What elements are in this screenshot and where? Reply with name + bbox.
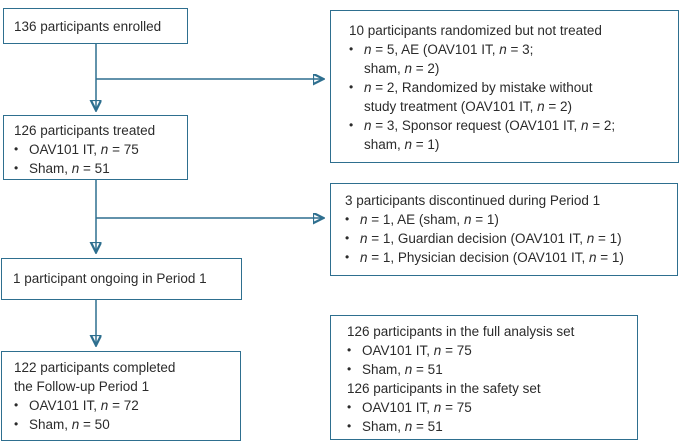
list-item: • OAV101 IT, n = 75 xyxy=(347,398,633,417)
bullet-text: Sham, n = 51 xyxy=(29,161,110,176)
list-item: • n = 3, Sponsor request (OAV101 IT, n =… xyxy=(349,116,672,154)
bullet-icon: • xyxy=(345,212,350,226)
box-enrolled: 136 participants enrolled xyxy=(3,8,188,44)
bullet-icon: • xyxy=(349,118,354,132)
list-item: • n = 1, Physician decision (OAV101 IT, … xyxy=(345,248,673,267)
bullet-text: OAV101 IT, n = 72 xyxy=(29,398,139,413)
bullet-icon: • xyxy=(349,42,354,56)
bullet-list: • OAV101 IT, n = 75 • Sham, n = 51 xyxy=(14,140,183,178)
bullet-list: • OAV101 IT, n = 75 • Sham, n = 51 xyxy=(347,398,633,436)
list-item: • Sham, n = 51 xyxy=(347,417,633,436)
bullet-text: Sham, n = 51 xyxy=(362,362,443,377)
box-title: 126 participants in the full analysis se… xyxy=(347,324,575,339)
box-title: 126 participants in the safety set xyxy=(347,381,541,396)
bullet-icon: • xyxy=(14,161,19,175)
bullet-icon: • xyxy=(347,362,352,376)
box-ongoing-period1: 1 participant ongoing in Period 1 xyxy=(1,258,242,300)
list-item: • n = 2, Randomized by mistake without s… xyxy=(349,78,672,116)
box-treated: 126 participants treated • OAV101 IT, n … xyxy=(3,115,188,180)
bullet-text: OAV101 IT, n = 75 xyxy=(29,142,139,157)
box-randomized-not-treated: 10 participants randomized but not treat… xyxy=(330,10,679,163)
bullet-text: Sham, n = 51 xyxy=(362,419,443,434)
bullet-icon: • xyxy=(14,142,19,156)
box-title: 122 participants completed the Follow-up… xyxy=(14,360,176,394)
box-title: 126 participants treated xyxy=(14,123,156,138)
bullet-text: n = 1, Guardian decision (OAV101 IT, n =… xyxy=(360,231,622,246)
bullet-text: n = 1, Physician decision (OAV101 IT, n … xyxy=(360,250,624,265)
list-item: • n = 1, Guardian decision (OAV101 IT, n… xyxy=(345,229,673,248)
bullet-text: OAV101 IT, n = 75 xyxy=(362,400,472,415)
bullet-list: • OAV101 IT, n = 75 • Sham, n = 51 xyxy=(347,341,633,379)
box-discontinued-period1: 3 participants discontinued during Perio… xyxy=(330,183,678,276)
list-item: • OAV101 IT, n = 72 xyxy=(14,396,236,415)
list-item: • Sham, n = 51 xyxy=(14,159,183,178)
bullet-text: n = 3, Sponsor request (OAV101 IT, n = 2… xyxy=(364,118,616,152)
bullet-text: OAV101 IT, n = 75 xyxy=(362,343,472,358)
bullet-text: n = 2, Randomized by mistake without stu… xyxy=(364,80,593,114)
bullet-icon: • xyxy=(347,400,352,414)
bullet-icon: • xyxy=(14,398,19,412)
box-title: 136 participants enrolled xyxy=(14,19,162,34)
bullet-icon: • xyxy=(14,417,19,431)
box-completed-followup: 122 participants completed the Follow-up… xyxy=(1,351,241,441)
bullet-icon: • xyxy=(345,250,350,264)
bullet-icon: • xyxy=(345,231,350,245)
bullet-text: n = 1, AE (sham, n = 1) xyxy=(360,212,499,227)
list-item: • n = 1, AE (sham, n = 1) xyxy=(345,210,673,229)
bullet-icon: • xyxy=(347,419,352,433)
list-item: • n = 5, AE (OAV101 IT, n = 3; sham, n =… xyxy=(349,40,672,78)
list-item: • OAV101 IT, n = 75 xyxy=(347,341,633,360)
bullet-text: Sham, n = 50 xyxy=(29,417,110,432)
box-analysis-sets: 126 participants in the full analysis se… xyxy=(330,315,638,440)
list-item: • Sham, n = 51 xyxy=(347,360,633,379)
bullet-list: • OAV101 IT, n = 72 • Sham, n = 50 xyxy=(14,396,236,434)
box-title: 10 participants randomized but not treat… xyxy=(349,23,602,38)
list-item: • OAV101 IT, n = 75 xyxy=(14,140,183,159)
box-title: 1 participant ongoing in Period 1 xyxy=(13,271,207,286)
bullet-icon: • xyxy=(349,80,354,94)
box-title: 3 participants discontinued during Perio… xyxy=(345,193,601,208)
list-item: • Sham, n = 50 xyxy=(14,415,236,434)
bullet-list: • n = 1, AE (sham, n = 1) • n = 1, Guard… xyxy=(345,210,673,267)
bullet-icon: • xyxy=(347,343,352,357)
bullet-text: n = 5, AE (OAV101 IT, n = 3; sham, n = 2… xyxy=(364,42,534,76)
bullet-list: • n = 5, AE (OAV101 IT, n = 3; sham, n =… xyxy=(349,40,672,154)
